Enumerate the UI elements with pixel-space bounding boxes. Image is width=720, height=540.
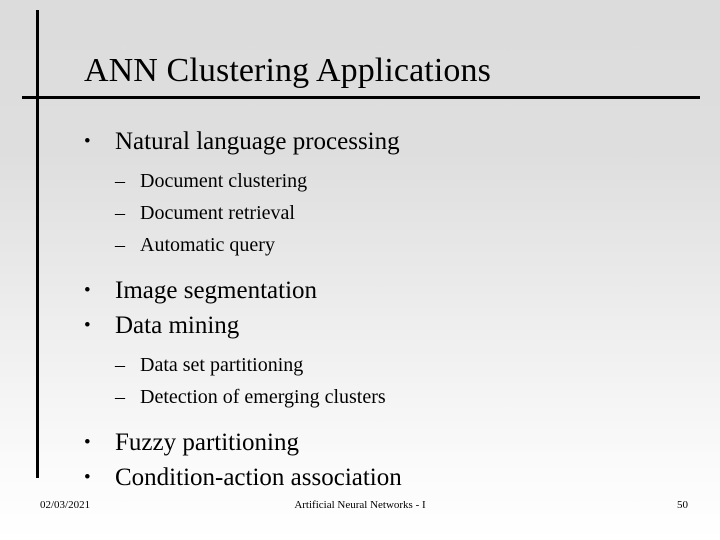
sub-bullet-label: Detection of emerging clusters	[140, 386, 386, 408]
spacer	[78, 413, 678, 425]
bullet-marker-icon: •	[84, 315, 91, 336]
sub-bullet-item: – Data set partitioning	[78, 349, 678, 381]
bullet-label: Condition-action association	[115, 464, 402, 491]
sub-bullet-marker-icon: –	[115, 170, 125, 192]
bullet-label: Data mining	[115, 312, 240, 339]
spacer	[78, 261, 678, 273]
bullet-label: Image segmentation	[115, 277, 318, 304]
bullet-item: • Data mining	[78, 308, 678, 343]
bullet-group: • Fuzzy partitioning • Condition-action …	[78, 425, 678, 495]
sub-bullet-label: Automatic query	[140, 234, 275, 256]
bullet-item: • Image segmentation	[78, 273, 678, 308]
bullet-item: • Natural language processing	[78, 124, 678, 159]
sub-bullet-label: Data set partitioning	[140, 354, 304, 376]
sub-bullet-marker-icon: –	[115, 354, 125, 376]
bullet-item: • Condition-action association	[78, 460, 678, 495]
bullet-label: Natural language processing	[115, 128, 400, 155]
sub-bullet-label: Document retrieval	[140, 202, 295, 224]
sub-bullet-marker-icon: –	[115, 386, 125, 408]
sub-bullet-marker-icon: –	[115, 202, 125, 224]
bullet-marker-icon: •	[84, 467, 91, 488]
sub-bullet-item: – Document clustering	[78, 165, 678, 197]
bullet-group: • Natural language processing – Document…	[78, 124, 678, 261]
footer-title: Artificial Neural Networks - I	[294, 499, 426, 511]
horizontal-rule-decoration	[22, 96, 700, 99]
sub-bullet-marker-icon: –	[115, 234, 125, 256]
slide-footer: 02/03/2021 Artificial Neural Networks - …	[0, 495, 720, 515]
slide-title: ANN Clustering Applications	[84, 51, 491, 89]
vertical-rule-decoration	[36, 10, 39, 478]
sub-bullet-item: – Document retrieval	[78, 197, 678, 229]
slide-body: • Natural language processing – Document…	[78, 124, 678, 495]
bullet-marker-icon: •	[84, 131, 91, 152]
bullet-item: • Fuzzy partitioning	[78, 425, 678, 460]
footer-date: 02/03/2021	[40, 499, 91, 511]
bullet-marker-icon: •	[84, 432, 91, 453]
sub-bullet-item: – Detection of emerging clusters	[78, 381, 678, 413]
bullet-marker-icon: •	[84, 280, 91, 301]
bullet-label: Fuzzy partitioning	[115, 429, 299, 456]
footer-page-number: 50	[677, 499, 688, 511]
bullet-group: • Image segmentation • Data mining – Dat…	[78, 273, 678, 413]
sub-bullet-item: – Automatic query	[78, 229, 678, 261]
sub-bullet-label: Document clustering	[140, 170, 308, 192]
